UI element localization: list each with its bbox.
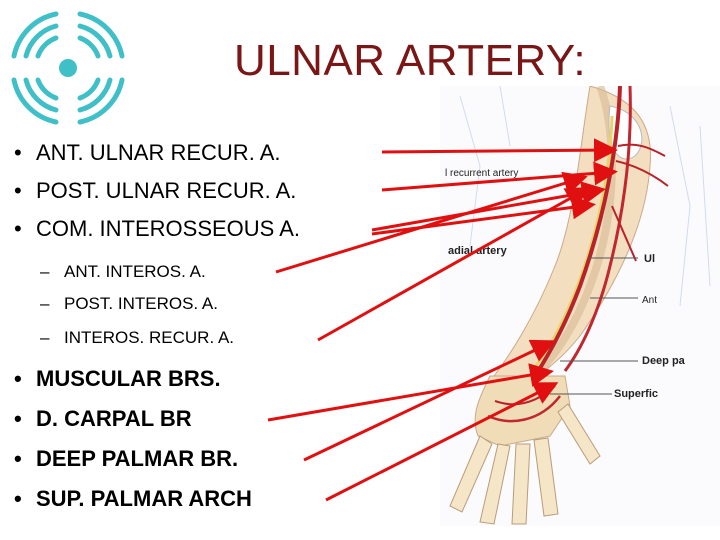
logo-icon [11, 11, 125, 125]
figure-label-radial-artery: adial artery [448, 245, 507, 257]
bullet-text: D. CARPAL BR [36, 406, 192, 431]
bullet-muscular-branches: •MUSCULAR BRS. [14, 366, 221, 391]
bullet-text: COM. INTEROSSEOUS A. [36, 216, 301, 241]
sub-bullet-interos-recurrent: –INTEROS. RECUR. A. [40, 328, 235, 347]
forearm-illustration [440, 86, 720, 526]
bullet-common-interosseous: •COM. INTEROSSEOUS A. [14, 216, 301, 241]
bullet-dorsal-carpal: •D. CARPAL BR [14, 406, 192, 431]
bullet-text: MUSCULAR BRS. [36, 366, 221, 391]
sub-bullet-text: POST. INTEROS. A. [64, 294, 218, 313]
bullet-text: DEEP PALMAR BR. [36, 446, 239, 471]
bullet-deep-palmar: •DEEP PALMAR BR. [14, 446, 239, 471]
sub-bullet-ant-interos: –ANT. INTEROS. A. [40, 262, 206, 281]
bullet-text: POST. ULNAR RECUR. A. [36, 178, 297, 203]
bullet-ant-ulnar-recurrent: •ANT. ULNAR RECUR. A. [14, 140, 281, 165]
figure-label-recurrent-artery: l recurrent artery [445, 168, 519, 179]
bullet-text: ANT. ULNAR RECUR. A. [36, 140, 281, 165]
slide-title: ULNAR ARTERY: [233, 36, 587, 85]
figure-label-ul: Ul [644, 253, 655, 265]
figure-label-superficial: Superfic [614, 388, 659, 400]
figure-label-ant: Ant [642, 295, 658, 306]
sub-bullet-text: INTEROS. RECUR. A. [64, 328, 235, 347]
bullet-superficial-palmar-arch: •SUP. PALMAR ARCH [14, 486, 252, 511]
sub-bullet-post-interos: –POST. INTEROS. A. [40, 294, 218, 313]
figure-label-deep-palmar: Deep pa [642, 355, 685, 367]
bullet-post-ulnar-recurrent: •POST. ULNAR RECUR. A. [14, 178, 297, 203]
sub-bullet-text: ANT. INTEROS. A. [64, 262, 206, 281]
bullet-text: SUP. PALMAR ARCH [36, 486, 252, 511]
